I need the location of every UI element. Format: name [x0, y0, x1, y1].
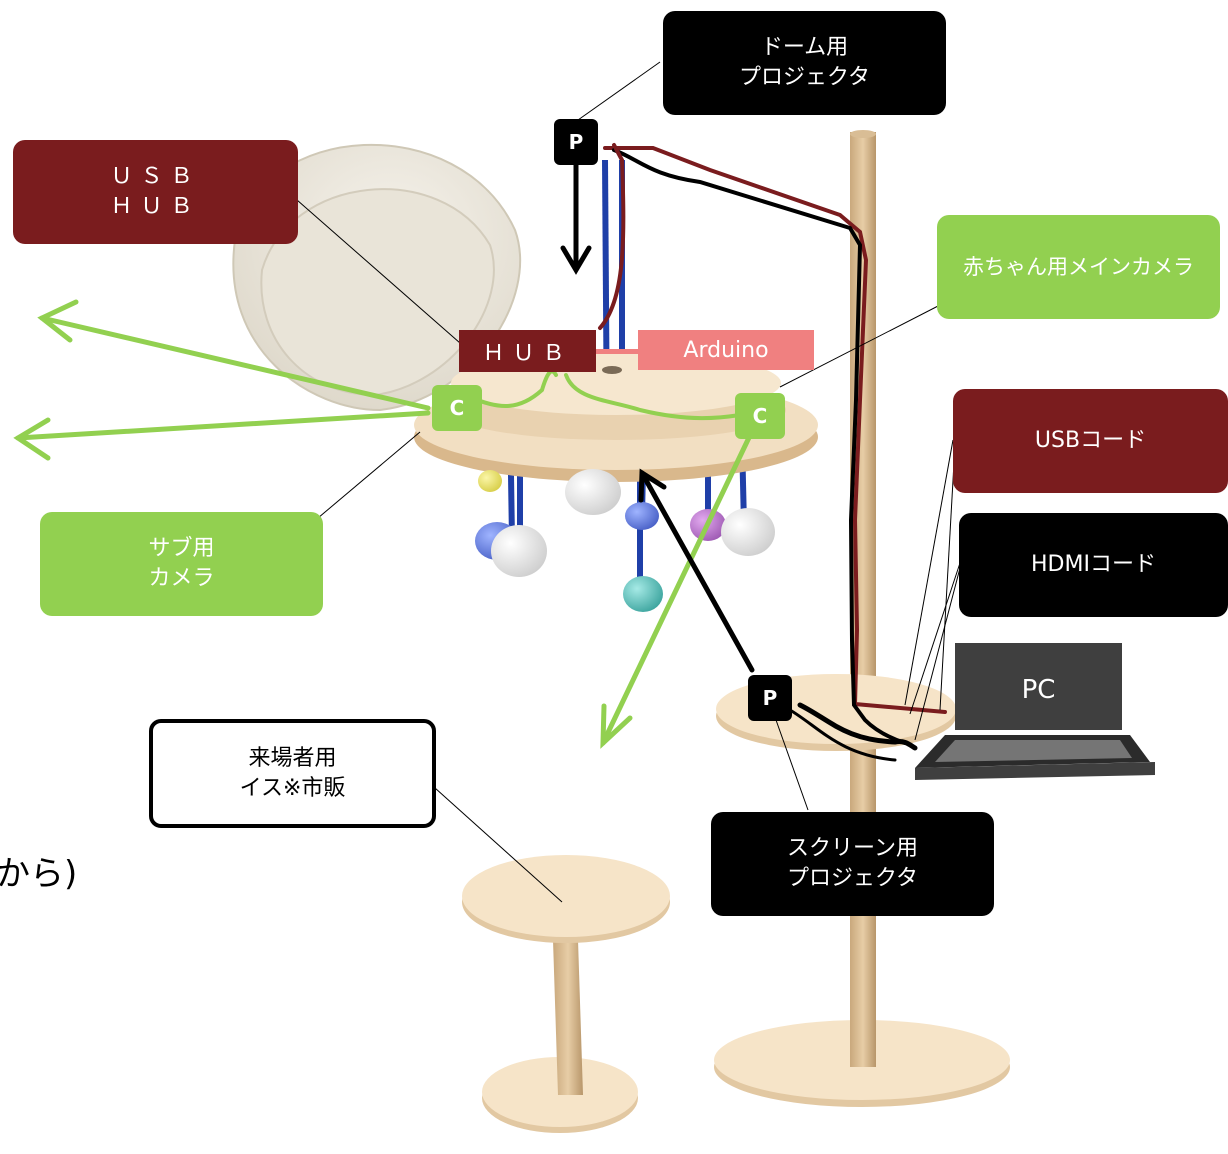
dome-projector-callout: ドーム用 プロジェクタ	[663, 11, 946, 115]
hub-arduino-connector	[596, 349, 638, 354]
cropped-text: から)	[0, 854, 78, 894]
projector-arrows	[560, 159, 755, 673]
chair	[462, 855, 670, 1133]
dome-projector-marker: P	[554, 119, 598, 165]
main-camera-marker: C	[735, 393, 785, 439]
sub-camera-marker: C	[432, 385, 482, 431]
screen-projector-callout: スクリーン用 プロジェクタ	[711, 812, 994, 916]
arduino-label: Arduino	[638, 330, 814, 370]
pc-label: PC	[1021, 675, 1056, 705]
leader-lines	[296, 61, 961, 903]
sub-camera-callout: サブ用 カメラ	[40, 512, 323, 616]
baby-main-camera-callout: 赤ちゃん用メインカメラ	[937, 215, 1220, 319]
dome-shell	[232, 144, 522, 412]
laptop-pc	[915, 643, 1155, 780]
cables	[468, 143, 947, 762]
usb-cord-callout: USBコード	[953, 389, 1228, 493]
visitor-chair-callout: 来場者用 イス※市販	[149, 719, 436, 828]
mobile-balls	[475, 469, 775, 612]
screen-projector-marker: P	[748, 675, 792, 721]
camera-view-arrows	[13, 299, 758, 749]
hdmi-cord-callout: HDMIコード	[959, 513, 1228, 617]
usb-hub-callout: ＵＳＢ ＨＵＢ	[13, 140, 298, 244]
hub-label: ＨＵＢ	[459, 330, 596, 372]
